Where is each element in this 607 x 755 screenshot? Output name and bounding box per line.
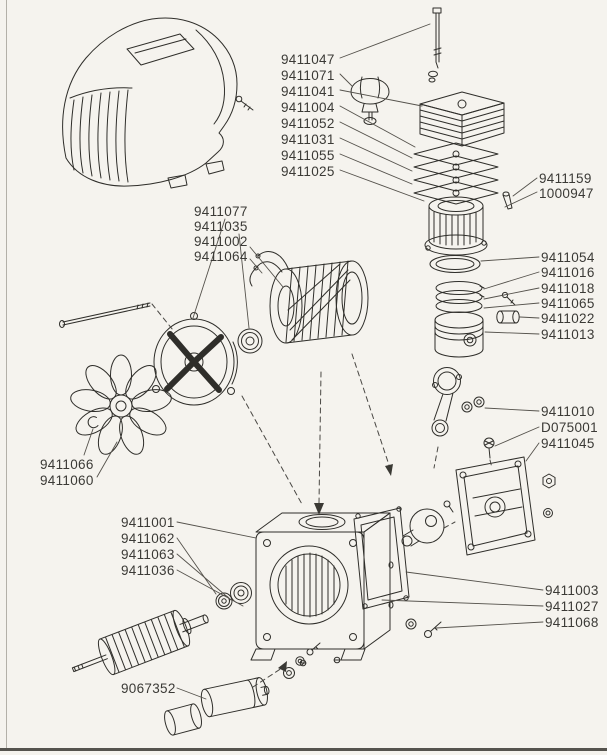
scan-edge-left [6, 0, 7, 750]
part-number-label: 9411025 [281, 164, 335, 179]
part-number-label: 1000947 [539, 186, 594, 201]
fan-clip [87, 416, 99, 429]
part-number-label: 9411013 [541, 327, 595, 342]
cylinder-head [419, 91, 505, 147]
part-number-label: 9411031 [281, 132, 335, 147]
part-number-label: 9411003 [545, 583, 599, 598]
part-number-label: 9411018 [541, 281, 595, 296]
motor-cover [62, 17, 238, 189]
valve-plate-stack [413, 142, 499, 205]
part-number-label: 9411041 [281, 84, 335, 99]
part-number-label: 9411047 [281, 52, 335, 67]
part-number-label: 9411062 [121, 531, 175, 546]
filter-silencer [350, 76, 390, 125]
side-washer-screw [405, 618, 442, 638]
part-number-label: 9411027 [545, 599, 599, 614]
side-cap [543, 508, 553, 518]
eccentric [401, 500, 454, 547]
dashed-assembly-lines [151, 303, 493, 688]
part-number-label: 9411036 [121, 563, 175, 578]
part-number-label: 9411001 [121, 515, 175, 530]
part-number-label: 9411004 [281, 100, 335, 115]
bearing-front [237, 328, 263, 354]
part-number-label: 9411016 [541, 265, 595, 280]
case-gasket [353, 506, 410, 610]
part-number-label: 9411065 [541, 296, 595, 311]
part-number-label: 9411066 [40, 457, 94, 472]
part-number-label: 9411022 [541, 311, 595, 326]
leader-lines [83, 23, 544, 700]
crankcase [250, 512, 394, 667]
head-plate [455, 456, 536, 556]
capacitor [200, 677, 270, 718]
cylinder [424, 196, 488, 256]
part-number-label: 9411055 [281, 148, 335, 163]
side-plug [542, 473, 556, 489]
bottom-washers [283, 642, 321, 679]
part-number-label: 9411035 [194, 219, 248, 234]
part-number-label: 9411052 [281, 116, 335, 131]
part-number-label: 9411159 [539, 171, 592, 186]
rotor [71, 609, 209, 676]
assembly-arrowheads [278, 464, 393, 672]
part-number-label: 9411077 [194, 204, 248, 219]
connecting-rod [431, 367, 485, 437]
part-number-label: 9411064 [194, 249, 248, 264]
part-number-label: 9411063 [121, 547, 175, 562]
piston-rings [435, 281, 485, 313]
part-number-label: 9411002 [194, 234, 248, 249]
oil-plug [483, 437, 495, 459]
rotor-bearings [215, 582, 252, 610]
part-number-label: 9067352 [121, 681, 176, 696]
part-number-label: D075001 [541, 420, 598, 435]
scan-edge-bottom [0, 748, 607, 751]
stator [249, 251, 369, 344]
piston [434, 311, 484, 358]
wrist-pin [496, 291, 520, 324]
head-bolt [428, 7, 442, 83]
cover-screw [235, 95, 254, 111]
part-number-label: 9411045 [541, 436, 595, 451]
part-number-label: 9411010 [541, 404, 595, 419]
part-number-label: 9411054 [541, 250, 595, 265]
part-number-label: 9411068 [545, 615, 599, 630]
cylinder-pin [502, 191, 513, 210]
through-bolt [59, 302, 151, 328]
part-number-label: 9411071 [281, 68, 335, 83]
sleeve [164, 703, 202, 736]
head-gasket-ring [429, 255, 481, 273]
fan [70, 354, 172, 455]
part-number-label: 9411060 [40, 473, 94, 488]
fan-cover [152, 312, 238, 406]
